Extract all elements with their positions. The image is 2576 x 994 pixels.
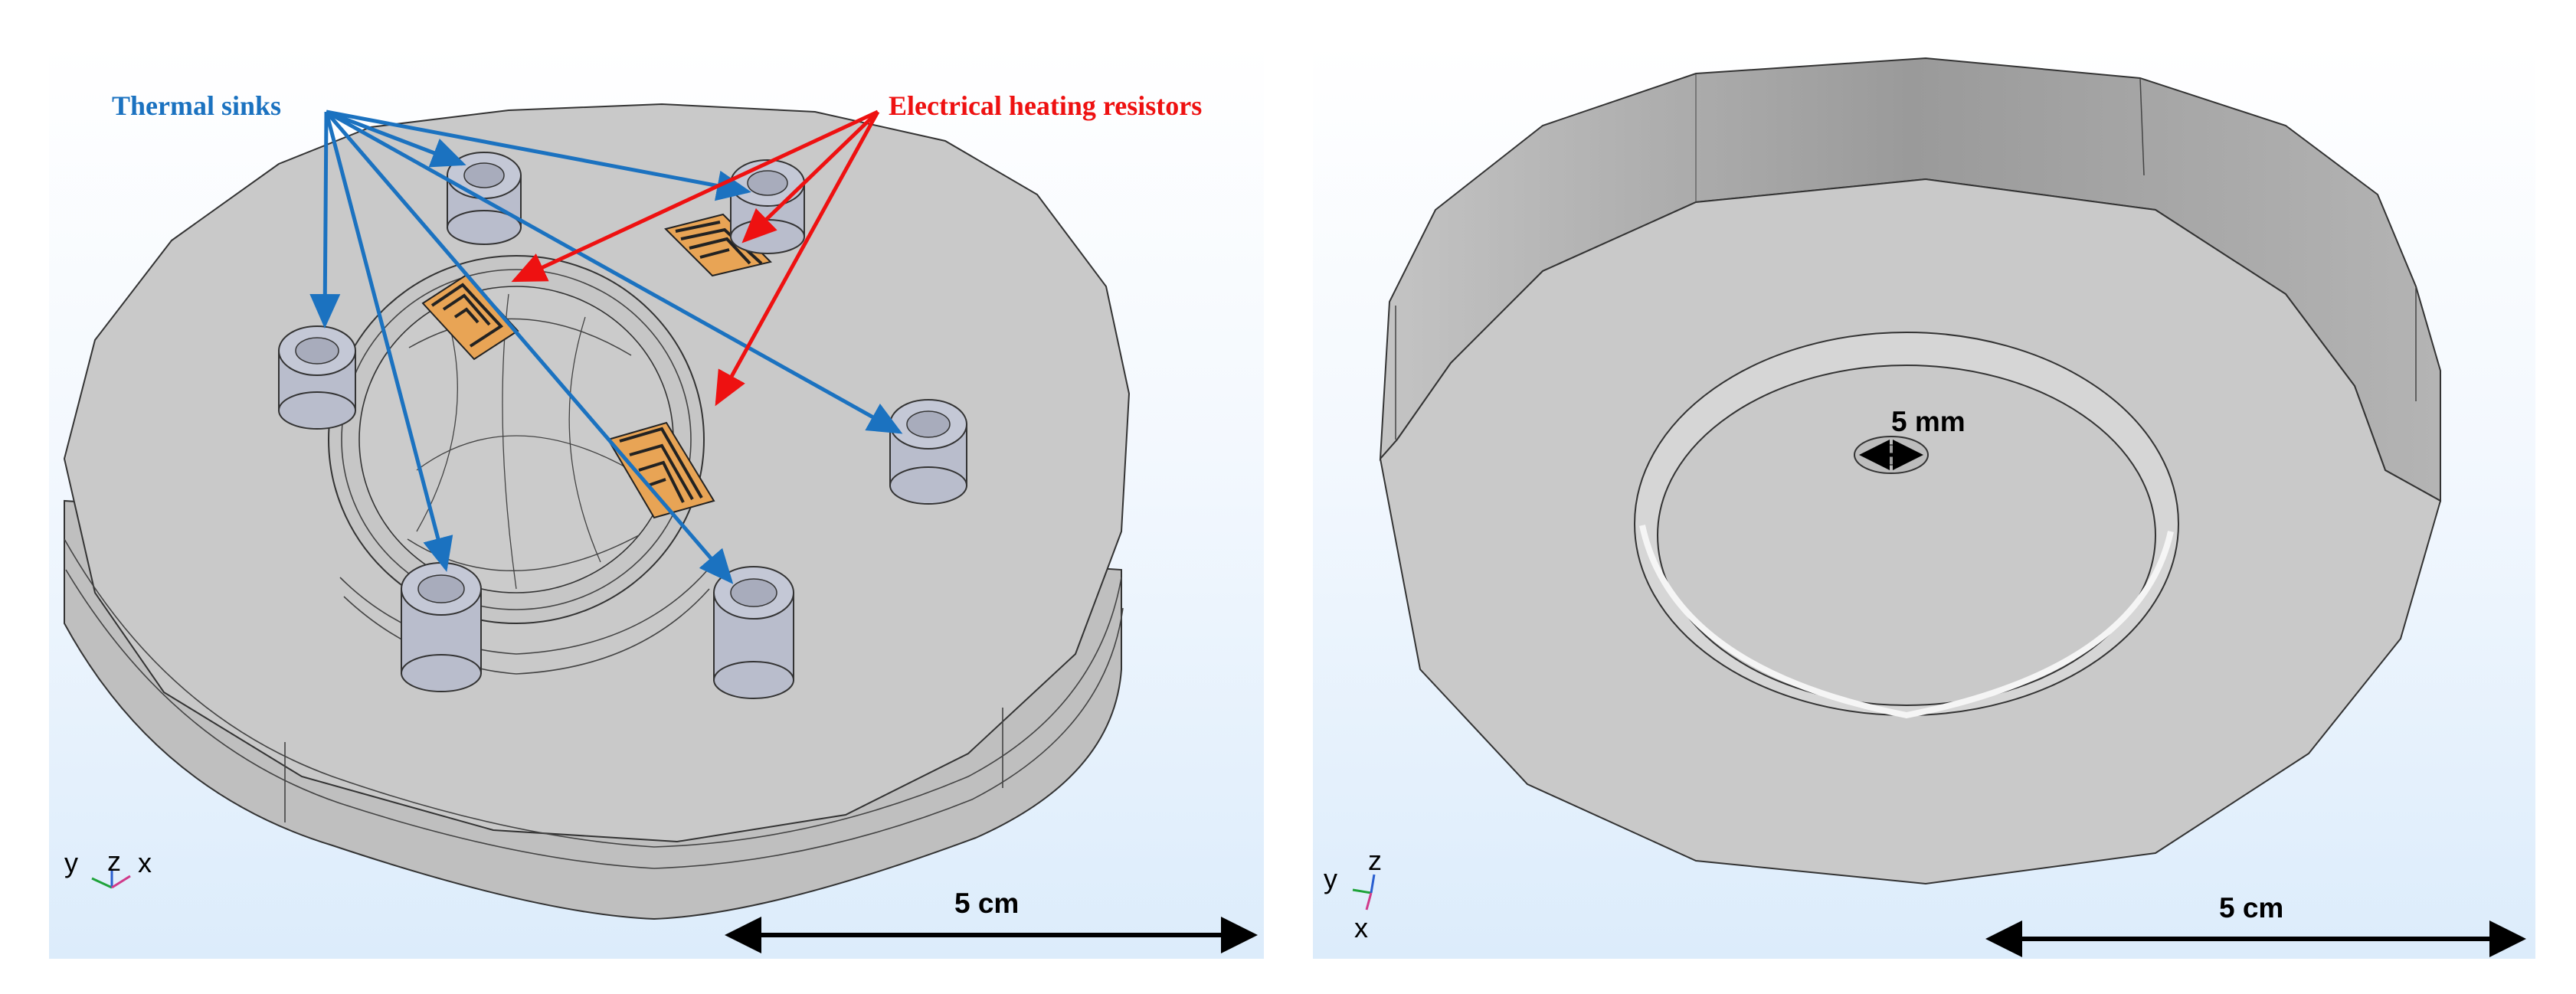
axis-label-z-left: z xyxy=(107,845,121,877)
right-model-drawing xyxy=(1352,57,2526,957)
left-model-drawing xyxy=(63,103,1258,953)
right-model-view: 5 mm 5 cm y z x xyxy=(1313,41,2535,959)
scale-bar-right-label: 5 cm xyxy=(2219,892,2284,924)
axis-triad-left xyxy=(91,870,131,889)
heating-resistor-top xyxy=(664,213,772,277)
scale-bar-left-label: 5 cm xyxy=(954,888,1020,919)
axis-triad-right xyxy=(1352,874,1376,911)
dome xyxy=(328,255,710,675)
axis-label-y-left: y xyxy=(64,847,78,878)
left-model-view: Thermal sinks Electrical heating resisto… xyxy=(49,41,1264,959)
heating-resistor-left xyxy=(421,273,519,361)
thermal-sink-4 xyxy=(889,399,967,505)
hole-dimension-label: 5 mm xyxy=(1891,406,1966,437)
cup-body xyxy=(1379,57,2442,885)
thermal-sink-5 xyxy=(401,562,482,692)
resistor-arrows xyxy=(511,110,880,407)
thermal-sink-6 xyxy=(713,566,794,699)
axis-label-y-right: y xyxy=(1324,863,1337,894)
heating-resistor-center xyxy=(607,421,715,519)
thermal-sinks-label: Thermal sinks xyxy=(112,90,282,121)
base-disc xyxy=(63,103,1131,920)
thermal-sink-3 xyxy=(278,325,356,430)
heating-resistors-label: Electrical heating resistors xyxy=(889,90,1203,121)
axis-label-z-right: z xyxy=(1368,845,1382,876)
thermal-sink-arrows xyxy=(309,110,903,584)
axis-label-x-left: x xyxy=(138,847,152,878)
axis-label-x-right: x xyxy=(1354,912,1368,943)
